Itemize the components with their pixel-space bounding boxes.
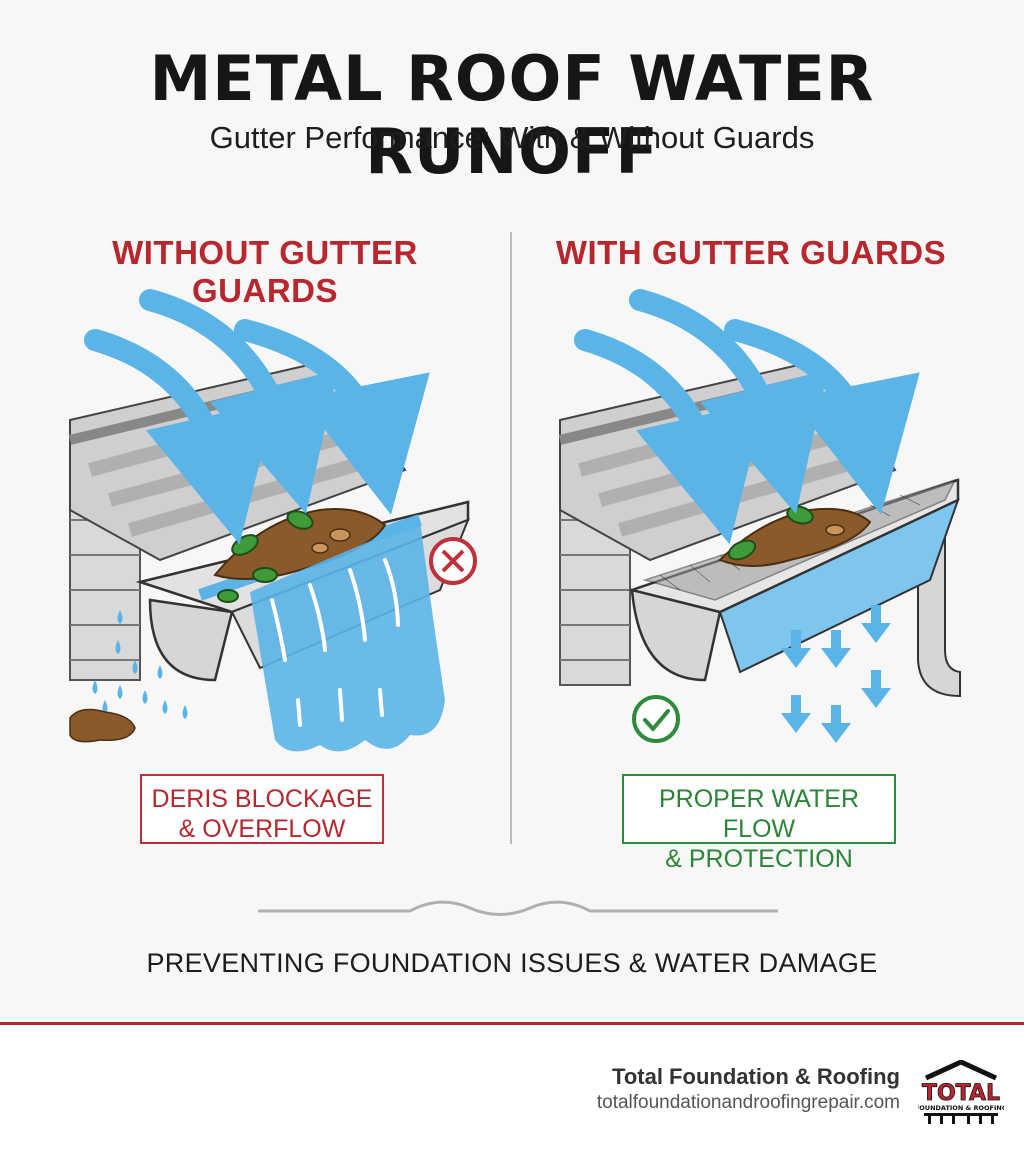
left-illustration (68, 289, 477, 752)
x-circle-icon (429, 537, 477, 585)
caption-without-line2: & OVERFLOW (178, 815, 346, 843)
right-rain-arrows (574, 289, 920, 545)
left-rain-arrows (84, 289, 430, 545)
logo-sub: FOUNDATION & ROOFING (918, 1104, 1004, 1112)
left-mud-puddle (69, 708, 136, 743)
right-illustration (558, 289, 961, 743)
logo-word: TOTAL (922, 1081, 1000, 1106)
center-divider (510, 232, 512, 844)
right-debris-on-guard (718, 505, 872, 567)
footer-red-rule (0, 1022, 1024, 1025)
company-logo: TOTAL FOUNDATION & ROOFING (918, 1060, 1004, 1124)
left-water-drips (92, 610, 188, 719)
caption-with-guards: PROPER WATER FLOW & PROTECTION (622, 774, 896, 873)
right-flow-arrows (781, 605, 891, 743)
left-overflow-water (250, 520, 445, 752)
heading-with-guards: WITH GUTTER GUARDS (555, 234, 947, 271)
caption-with-line2: & PROTECTION (665, 845, 853, 873)
page-subtitle: Gutter Performance: With & Without Guard… (209, 120, 815, 155)
caption-with-line1: PROPER WATER FLOW (658, 785, 859, 843)
heading-without-guards: WITHOUT GUTTER GUARDS (112, 234, 418, 309)
left-water-streaks (270, 558, 400, 727)
check-circle-icon (632, 695, 680, 743)
brand-name: Total Foundation & Roofing (612, 1064, 900, 1089)
footer-background (0, 1025, 1024, 1154)
left-debris-pile (213, 508, 387, 603)
footer-tagline: PREVENTING FOUNDATION ISSUES & WATER DAM… (146, 948, 878, 978)
caption-without-guards: DERIS BLOCKAGE & OVERFLOW (140, 774, 384, 844)
page-title: METAL ROOF WATER RUNOFF (149, 42, 875, 188)
wavy-divider (258, 900, 778, 916)
caption-without-line1: DERIS BLOCKAGE (151, 785, 373, 813)
brand-url[interactable]: totalfoundationandroofingrepair.com (596, 1092, 900, 1113)
